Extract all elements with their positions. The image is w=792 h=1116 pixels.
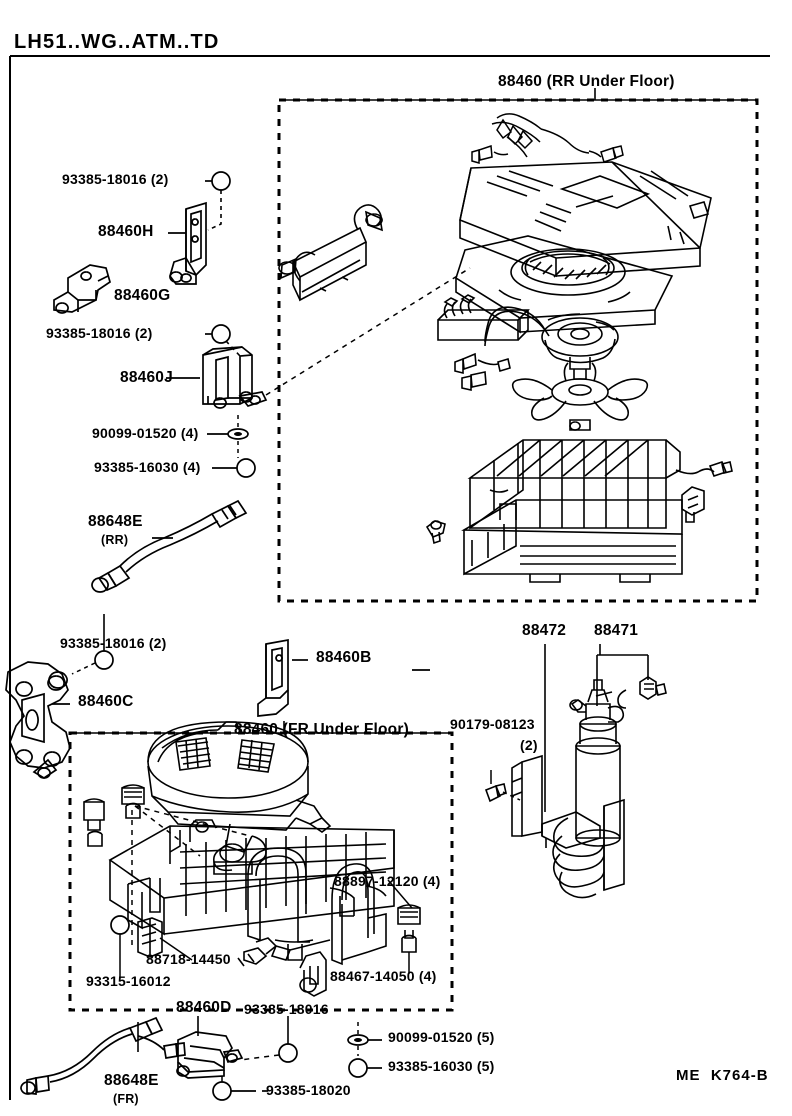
rear-fan-motor-art bbox=[461, 306, 619, 391]
rear-small-clips-art bbox=[425, 486, 705, 545]
rear-wire-harness-art bbox=[471, 113, 624, 164]
rear-mounting-bracket-art bbox=[278, 204, 384, 302]
label-88648e-rr: 88648E bbox=[88, 513, 143, 530]
bracket-88460c-art bbox=[5, 661, 71, 780]
label-88460c: 88460C bbox=[78, 693, 134, 710]
rear-case-tray-art bbox=[461, 499, 683, 583]
bracket-88460g-art bbox=[53, 264, 111, 314]
rear-evaporator-art bbox=[467, 439, 733, 530]
label-93315-16012: 93315-16012 bbox=[86, 973, 171, 989]
label-88460g: 88460G bbox=[114, 287, 171, 304]
label-88460d: 88460D bbox=[176, 999, 232, 1016]
label-88460b: 88460B bbox=[316, 649, 372, 666]
rear-group-box bbox=[277, 88, 759, 603]
front-group-box bbox=[68, 721, 454, 1012]
label-88472: 88472 bbox=[522, 622, 567, 639]
rear-blower-housing-art bbox=[455, 235, 674, 334]
screw-symbol-16030-fr bbox=[348, 1058, 382, 1078]
grommet-90099-fr bbox=[347, 1022, 382, 1056]
label-93385-16030-rr: 93385-16030 (4) bbox=[94, 459, 201, 475]
label-90179-08123: 90179-08123 bbox=[450, 716, 535, 732]
label-88648e-rr-sub: (RR) bbox=[101, 533, 129, 547]
label-88648e-fr: 88648E bbox=[104, 1072, 159, 1089]
bracket-88460h-art bbox=[169, 201, 207, 285]
label-93385-18016-rr-top: 93385-18016 (2) bbox=[62, 171, 169, 187]
label-93385-18016-rr-mid: 93385-18016 (2) bbox=[46, 325, 153, 341]
bracket-88460j-art bbox=[202, 267, 471, 409]
front-blower-assembly-art bbox=[147, 721, 332, 875]
rear-fan-blade-art bbox=[511, 362, 649, 431]
label-88897-12120: 88897-12120 (4) bbox=[334, 873, 441, 889]
screw-symbol-93385-16030-rr bbox=[212, 458, 256, 478]
label-93385-18016-bottom: 93385-18016 bbox=[244, 1001, 329, 1017]
rear-blower-case-art bbox=[459, 161, 712, 278]
front-cooling-unit-art bbox=[108, 819, 395, 961]
label-93385-18020: 93385-18020 bbox=[266, 1082, 351, 1098]
label-88648e-fr-sub: (FR) bbox=[113, 1092, 139, 1106]
label-90099-01520-fr: 90099-01520 (5) bbox=[388, 1029, 495, 1045]
group-label-front: 88460 (FR Under Floor) bbox=[234, 721, 409, 738]
receiver-drier-art bbox=[484, 644, 667, 899]
label-88460h: 88460H bbox=[98, 223, 154, 240]
rear-lower-bracket-art bbox=[437, 294, 530, 375]
page-title: LH51..WG..ATM..TD bbox=[14, 31, 220, 53]
grommet-90099-rr bbox=[207, 415, 249, 458]
screw-symbol-rr-top bbox=[205, 171, 231, 231]
label-93385-16030-fr: 93385-16030 (5) bbox=[388, 1058, 495, 1074]
screw-symbol-rr-mid bbox=[205, 324, 241, 357]
front-grommet-parts-art bbox=[83, 784, 251, 950]
screw-symbol-18016-bottom bbox=[239, 1016, 298, 1063]
label-93385-18016-fr-top: 93385-18016 (2) bbox=[60, 635, 167, 651]
front-nut-clamp-art bbox=[110, 915, 193, 978]
bracket-88460b-art bbox=[257, 638, 308, 717]
label-88467-14050: 88467-14050 (4) bbox=[330, 968, 437, 984]
label-88718-14450: 88718-14450 bbox=[146, 951, 231, 967]
bracket-88460d-art bbox=[176, 1016, 244, 1079]
group-label-rear: 88460 (RR Under Floor) bbox=[498, 73, 675, 90]
label-88460j: 88460J bbox=[120, 369, 173, 386]
label-88471: 88471 bbox=[594, 622, 639, 639]
label-90099-01520-rr: 90099-01520 (4) bbox=[92, 425, 199, 441]
sheet-code: ME K764-B bbox=[676, 1067, 769, 1084]
label-90179-08123-qty: (2) bbox=[520, 737, 538, 753]
screw-symbol-18020 bbox=[212, 1076, 256, 1101]
